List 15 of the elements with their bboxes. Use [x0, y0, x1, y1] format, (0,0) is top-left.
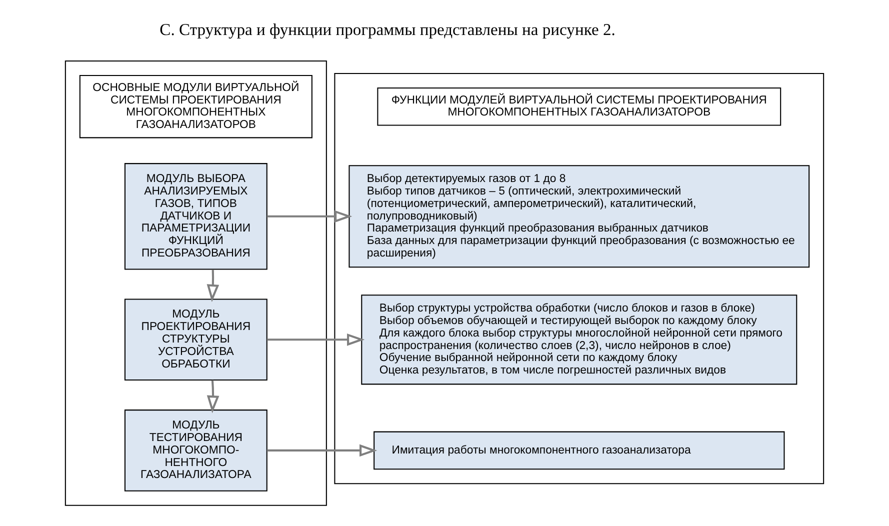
node-box: МОДУЛЬ ПРОЕКТИРОВАНИЯ СТРУКТУРЫ УСТРОЙСТВА ОБРАБОТКИ [124, 298, 268, 381]
arrow [206, 270, 220, 302]
arrow [206, 380, 220, 414]
node-box: Имитация работы многокомпонентного газоанализатора [374, 431, 785, 470]
node-box: Выбор структуры устройства обработки (число блоков и газов в блоке) Выбор объемов обучающей и тестирующей выборок по каждому блоку Для каждого блока выбор структуры многослойной нейронной сети прямого распространения (количество слоев (2,3), число нейронов в слое) Обучение выбранной нейронной сети по каждому блоку Оценка результатов, в том числе погрешностей различных видов [361, 294, 798, 385]
arrow [267, 333, 365, 346]
node-box: МОДУЛЬ ВЫБОРА АНАЛИЗИРУЕМЫХ ГАЗОВ, ТИПОВ ДАТЧИКОВ И ПАРАМЕТРИЗАЦИИ ФУНКЦИЙ ПРЕОБРАЗОВАНИЯ [124, 163, 268, 270]
arrow [267, 210, 352, 223]
node-box: ФУНКЦИИ МОДУЛЕЙ ВИРТУАЛЬНОЙ СИСТЕМЫ ПРОЕКТИРОВАНИЯ МНОГОКОМПОНЕНТНЫХ ГАЗОАНАЛИЗАТОРОВ [377, 87, 782, 126]
label: С. Структура и функции программы представлены на рисунке 2. [160, 20, 616, 39]
node-box: ОСНОВНЫЕ МОДУЛИ ВИРТУАЛЬНОЙ СИСТЕМЫ ПРОЕКТИРОВАНИЯ МНОГОКОМПОНЕНТНЫХ ГАЗОАНАЛИЗАТОРОВ [79, 75, 312, 138]
node-box: МОДУЛЬ ТЕСТИРОВАНИЯ МНОГОКОМПО- НЕНТНОГО ГАЗОАНАЛИЗАТОРА [124, 410, 268, 492]
cluster [64, 60, 327, 506]
node-box: Выбор детектируемых газов от 1 до 8 Выбор типов датчиков – 5 (оптический, электрохимический (потенциометрический, амперометрический), каталитический, полупроводниковый) Параметризация функций преобразования выбранных датчиков База данных для параметризации функций преобразования (с возможностью ее расширения) [348, 165, 810, 268]
arrow [267, 444, 378, 457]
